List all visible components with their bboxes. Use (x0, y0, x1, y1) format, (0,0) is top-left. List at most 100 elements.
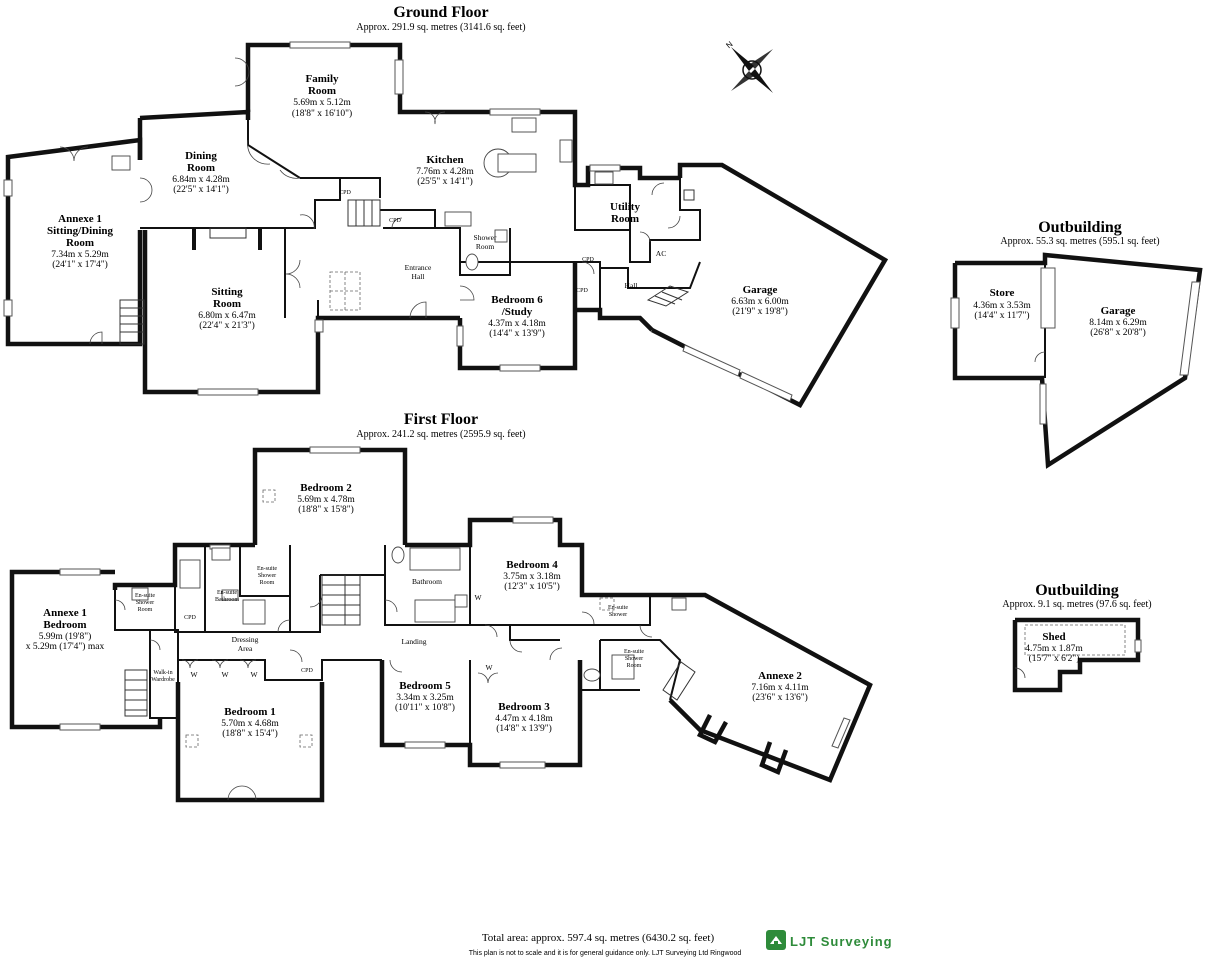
entrance-hall-label-2: Hall (412, 272, 425, 281)
annexe-2-label: Annexe 2 (758, 670, 802, 682)
compass-icon: N (724, 39, 773, 93)
dressing-area-label: Dressing (232, 635, 259, 644)
shed-imp: (15'7" x 6'2") (1029, 653, 1080, 664)
bedroom-3-dim: 4.47m x 4.18m (495, 714, 553, 724)
wardrobe-w-label: W (474, 593, 482, 602)
first-floor-title: First Floor (404, 411, 478, 428)
annexe-2-dim: 7.16m x 4.11m (751, 683, 809, 693)
first-floor-plan (9, 446, 873, 803)
outbuilding-2-title: Outbuilding (1035, 582, 1119, 599)
dining-room-label: Dining (185, 150, 217, 162)
annexe-2-en-suite-label-2: Shower (625, 656, 643, 662)
dining-room-imp: (22'5" x 14'1") (173, 184, 229, 195)
sitting-room-dim: 6.80m x 6.47m (198, 311, 256, 321)
ground-floor-title: Ground Floor (393, 4, 488, 21)
garage-label: Garage (743, 284, 778, 296)
outbuilding-2-area: Approx. 9.1 sq. metres (97.6 sq. feet) (1002, 599, 1151, 610)
garage-dim: 6.63m x 6.00m (731, 297, 789, 307)
logo-text: LJT Surveying (790, 934, 893, 949)
annexe-1-label: Annexe 1 (58, 213, 102, 225)
bathroom-label: Bathroom (412, 577, 442, 586)
annexe-en-suite-label-3: Room (138, 607, 153, 613)
family-room-label: Family (306, 73, 339, 85)
bedroom-6-label: Bedroom 6 (491, 294, 543, 306)
store-imp: (14'4" x 11'7") (974, 310, 1029, 321)
cpd-label: CPD (184, 615, 196, 621)
bedroom-5-dim: 3.34m x 3.25m (396, 693, 454, 703)
kitchen-label: Kitchen (426, 154, 463, 166)
annexe-2-en-suite-label: En-suite (624, 649, 644, 655)
family-room-dim: 5.69m x 5.12m (293, 98, 351, 108)
bedroom-6-dim: 4.37m x 4.18m (488, 319, 546, 329)
shower-room-label-2: Room (476, 242, 495, 251)
ground-floor-labels: Family Room 5.69m x 5.12m (18'8" x 16'10… (47, 73, 789, 339)
store-label: Store (990, 287, 1015, 299)
bedroom-5-imp: (10'11" x 10'8") (395, 702, 455, 713)
annexe-1-bedroom-label: Annexe 1 (43, 607, 87, 619)
ac-label: AC (656, 249, 666, 258)
bedroom-3-label: Bedroom 3 (498, 701, 550, 713)
kitchen-dim: 7.76m x 4.28m (416, 167, 474, 177)
en-suite-bathroom-label-2: Bathroom (215, 597, 239, 603)
bedroom-4-imp: (12'3" x 10'5") (504, 581, 560, 592)
cpd-label: CPD (582, 257, 594, 263)
utility-room-label-2: Room (611, 213, 639, 225)
ljt-logo: LJT Surveying (766, 930, 893, 950)
annexe-2-en-suite-label-3: Room (627, 663, 642, 669)
hall-label: Hall (625, 281, 638, 290)
outbuilding-2-plan: Shed 4.75m x 1.87m (15'7" x 6'2") (1012, 617, 1142, 693)
annexe-en-suite-label-2: Shower (136, 600, 154, 606)
wardrobe-w-label: W (485, 663, 493, 672)
bed4-en-suite-label-2: Shower (609, 612, 627, 618)
bedroom-1-imp: (18'8" x 15'4") (222, 728, 278, 739)
annexe-en-suite-label: En-suite (135, 593, 155, 599)
bedroom-1-dim: 5.70m x 4.68m (221, 719, 279, 729)
landing-label: Landing (402, 637, 427, 646)
en-suite-shower-label-3: Room (260, 580, 275, 586)
utility-room-label: Utility (610, 201, 640, 213)
annexe-2-imp: (23'6" x 13'6") (752, 692, 808, 703)
ground-floor-area: Approx. 291.9 sq. metres (3141.6 sq. fee… (356, 22, 525, 33)
wardrobe-w-label: W (221, 670, 229, 679)
outbuilding-garage-label: Garage (1101, 305, 1136, 317)
annexe-1-bedroom-label-2: Bedroom (43, 619, 86, 631)
wardrobe-w-label: W (250, 670, 258, 679)
total-area: Total area: approx. 597.4 sq. metres (64… (482, 932, 715, 944)
bedroom-1-label: Bedroom 1 (224, 706, 275, 718)
bedroom-2-label: Bedroom 2 (300, 482, 352, 494)
annexe-1-dim: 7.34m x 5.29m (51, 250, 109, 260)
bedroom-6-label-2: /Study (501, 306, 533, 318)
wardrobe-w-label: W (190, 670, 198, 679)
garage-imp: (21'9" x 19'8") (732, 306, 788, 317)
cpd-label: CPD (576, 288, 588, 294)
outbuilding-1-title: Outbuilding (1038, 219, 1122, 236)
en-suite-shower-label: En-suite (257, 566, 277, 572)
outbuilding-garage-imp: (26'8" x 20'8") (1090, 327, 1146, 338)
first-floor-labels: Bedroom 2 5.69m x 4.78m (18'8" x 15'8") … (26, 482, 809, 739)
walk-in-wardrobe-label-2: Wardrobe (151, 677, 175, 683)
bedroom-2-dim: 5.69m x 4.78m (297, 495, 355, 505)
shower-room-label: Shower (474, 233, 497, 242)
bedroom-4-dim: 3.75m x 3.18m (503, 572, 561, 582)
family-room-imp: (18'8" x 16'10") (292, 108, 352, 119)
store-dim: 4.36m x 3.53m (973, 301, 1031, 311)
annexe-1-bedroom-dim: 5.99m (19'8") (39, 631, 92, 642)
annexe-1-bedroom-imp: x 5.29m (17'4") max (26, 641, 105, 652)
annexe-1-imp: (24'1" x 17'4") (52, 259, 108, 270)
family-room-label-2: Room (308, 85, 336, 97)
cpd-label: CPD (301, 668, 313, 674)
kitchen-imp: (25'5" x 14'1") (417, 176, 473, 187)
entrance-hall-label: Entrance (405, 263, 432, 272)
outbuilding-1-plan: Store 4.36m x 3.53m (14'4" x 11'7") Gara… (950, 252, 1203, 469)
en-suite-shower-label-2: Shower (258, 573, 276, 579)
disclaimer: This plan is not to scale and it is for … (469, 950, 742, 957)
dressing-area-label-2: Area (238, 644, 253, 653)
cpd-label: CPD (389, 218, 401, 224)
compass-north-label: N (724, 39, 734, 50)
dining-room-dim: 6.84m x 4.28m (172, 175, 230, 185)
sitting-room-label-2: Room (213, 298, 241, 310)
bedroom-3-imp: (14'8" x 13'9") (496, 723, 552, 734)
outbuilding-garage-dim: 8.14m x 6.29m (1089, 318, 1147, 328)
en-suite-bathroom-label: En-suite (217, 590, 237, 596)
